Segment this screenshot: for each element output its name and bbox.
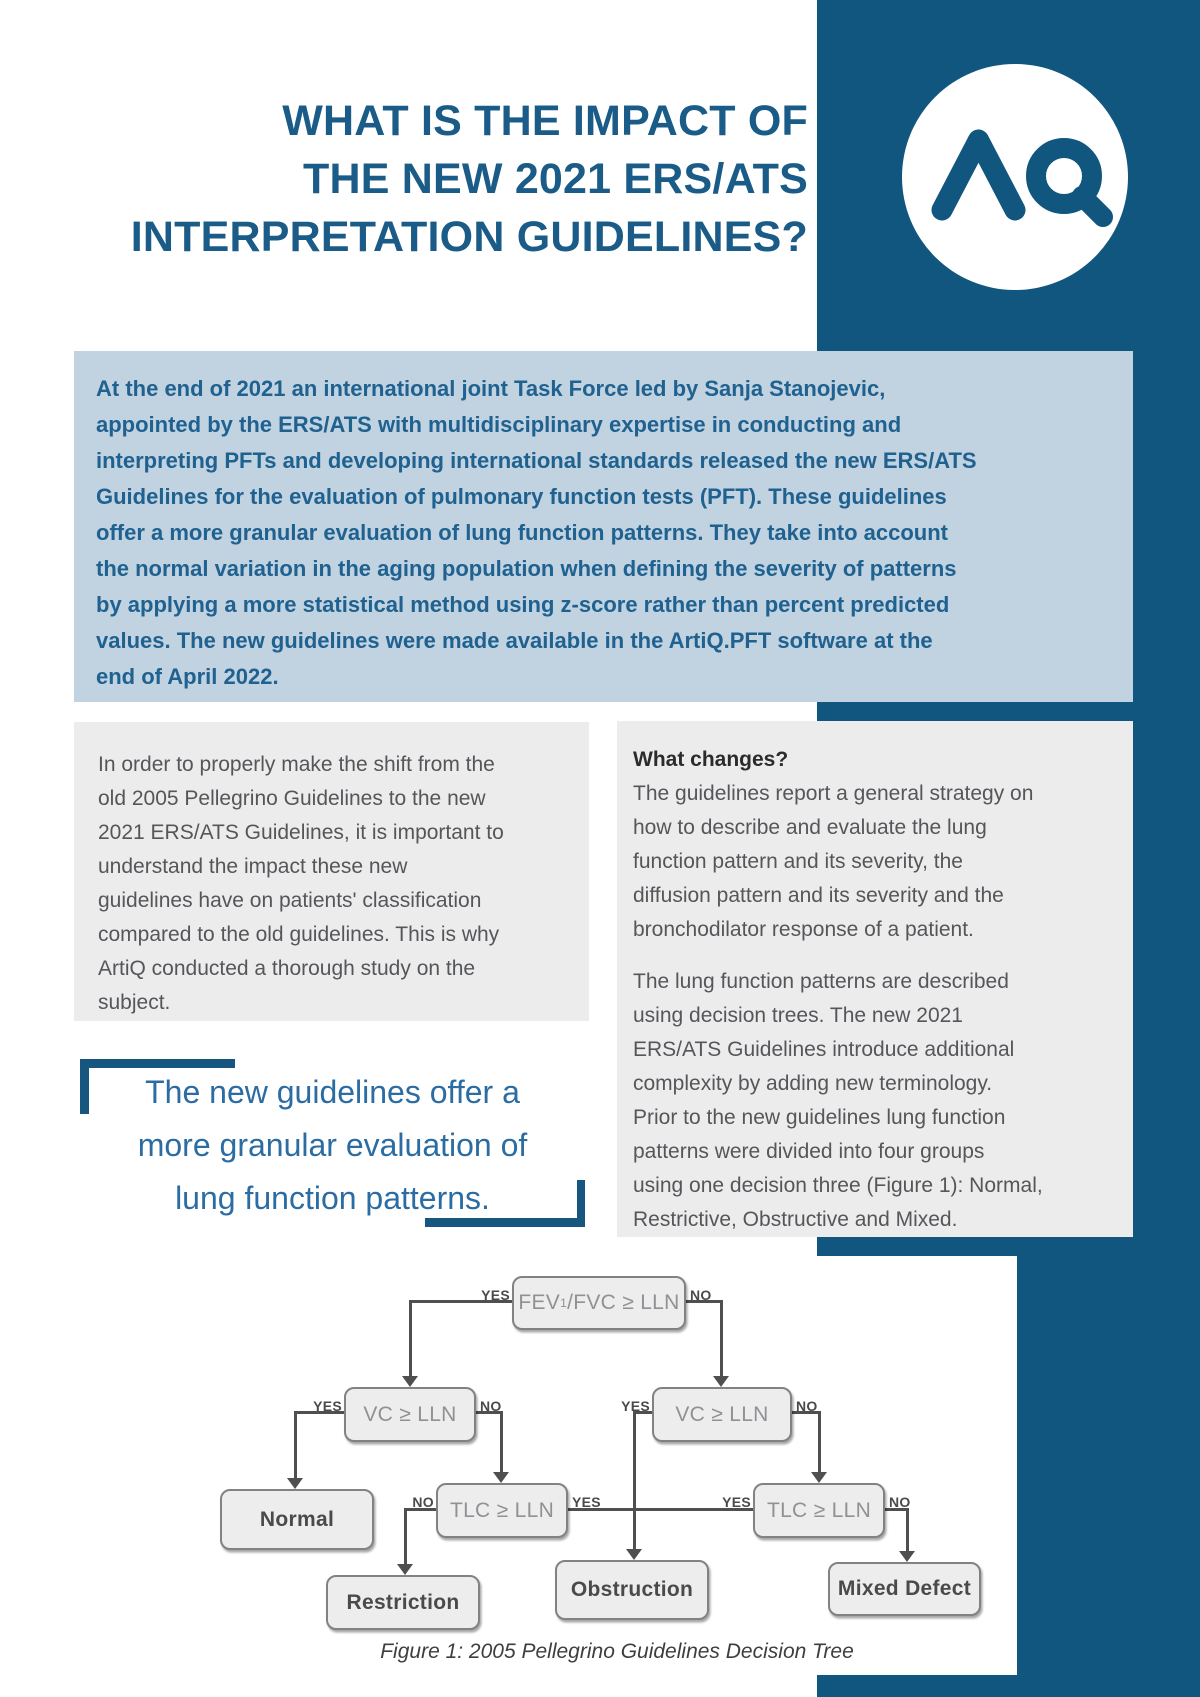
intro-line: values. The new guidelines were made ava… [96, 628, 933, 653]
body-line: Prior to the new guidelines lung functio… [633, 1106, 1006, 1129]
body-line: ArtiQ conducted a thorough study on the [98, 957, 476, 980]
body-line: bronchodilator response of a patient. [633, 918, 974, 941]
branch-label-vc-left-yes: YES [313, 1398, 342, 1414]
node-label: /FVC ≥ LLN [567, 1291, 680, 1314]
body-line: Restrictive, Obstructive and Mixed. [633, 1208, 958, 1231]
body-line: 2021 ERS/ATS Guidelines, it is important… [98, 821, 504, 844]
body-line: using decision trees. The new 2021 [633, 1004, 963, 1027]
tree-line [409, 1300, 412, 1376]
body-line: diffusion pattern and its severity and t… [633, 884, 1004, 907]
tree-line [818, 1411, 821, 1472]
left-text-column: In order to properly make the shift from… [74, 722, 589, 1021]
paragraph-gap [633, 947, 1113, 965]
intro-line: appointed by the ERS/ATS with multidisci… [96, 412, 902, 437]
branch-label-vc-left-no: NO [480, 1398, 502, 1414]
tree-line [792, 1411, 821, 1414]
title-line: THE NEW 2021 ERS/ATS [303, 155, 808, 203]
arrow-down-icon [402, 1376, 418, 1387]
body-line: using one decision three (Figure 1): Nor… [633, 1174, 1043, 1197]
body-line: The guidelines report a general strategy… [633, 782, 1034, 805]
branch-label-fev-yes: YES [481, 1287, 510, 1303]
arrow-down-icon [899, 1551, 915, 1562]
tree-line [476, 1411, 503, 1414]
tree-line [633, 1411, 636, 1549]
tree-line [906, 1508, 909, 1551]
node-obstruction: Obstruction [555, 1560, 709, 1620]
node-label-subscript: 1 [560, 1296, 568, 1310]
intro-line: At the end of 2021 an international join… [96, 376, 886, 401]
body-line: In order to properly make the shift from… [98, 753, 495, 776]
quote-bracket-top [80, 1059, 235, 1068]
right-text-column: What changes? The guidelines report a ge… [617, 721, 1133, 1237]
body-line: compared to the old guidelines. This is … [98, 923, 500, 946]
quote-bracket-top [80, 1059, 89, 1114]
tree-line [404, 1508, 407, 1564]
arrow-down-icon [811, 1472, 827, 1483]
branch-label-fev-no: NO [690, 1287, 712, 1303]
arrow-down-icon [626, 1549, 642, 1560]
tree-line [404, 1508, 436, 1511]
node-mixed-defect: Mixed Defect [828, 1562, 981, 1616]
quote-line: more granular evaluation of [137, 1127, 528, 1163]
figure-caption: Figure 1: 2005 Pellegrino Guidelines Dec… [380, 1640, 854, 1663]
node-vc-right: VC ≥ LLN [652, 1387, 792, 1442]
body-line: complexity by adding new terminology. [633, 1072, 993, 1095]
tree-line [633, 1411, 652, 1414]
aq-monogram-icon [931, 129, 1113, 227]
tree-line [568, 1508, 753, 1511]
body-line: subject. [98, 991, 171, 1014]
title-line: INTERPRETATION GUIDELINES? [130, 213, 808, 261]
quote-bracket-bottom [577, 1180, 585, 1227]
branch-label-tlc-left-no: NO [412, 1494, 434, 1510]
node-label: FEV [518, 1291, 561, 1314]
body-line: guidelines have on patients' classificat… [98, 889, 482, 912]
body-line: understand the impact these new [98, 855, 408, 878]
branch-label-tlc-left-yes: YES [572, 1494, 601, 1510]
body-line: The lung function patterns are described [633, 970, 1009, 993]
pull-quote: The new guidelines offer a more granular… [85, 1066, 580, 1225]
arrow-down-icon [493, 1472, 509, 1483]
arrow-down-icon [287, 1478, 303, 1489]
branch-label-tlc-right-yes: YES [722, 1494, 751, 1510]
page-title: WHAT IS THE IMPACT OF THE NEW 2021 ERS/A… [60, 92, 808, 266]
intro-line: interpreting PFTs and developing interna… [96, 448, 977, 473]
quote-bracket-bottom [425, 1218, 585, 1227]
body-line: patterns were divided into four groups [633, 1140, 985, 1163]
intro-line: offer a more granular evaluation of lung… [96, 520, 948, 545]
intro-line: Guidelines for the evaluation of pulmona… [96, 484, 947, 509]
body-line: function pattern and its severity, the [633, 850, 963, 873]
branch-label-vc-right-no: NO [796, 1398, 818, 1414]
artiq-logo [902, 64, 1128, 290]
intro-line: by applying a more statistical method us… [96, 592, 950, 617]
intro-line: end of April 2022. [96, 664, 279, 689]
node-tlc-right: TLC ≥ LLN [753, 1483, 885, 1538]
tree-line [885, 1508, 909, 1511]
tree-line [409, 1300, 512, 1303]
branch-label-vc-right-yes: YES [621, 1398, 650, 1414]
node-restriction: Restriction [326, 1575, 480, 1630]
body-line: how to describe and evaluate the lung [633, 816, 987, 839]
body-line: old 2005 Pellegrino Guidelines to the ne… [98, 787, 486, 810]
intro-line: the normal variation in the aging popula… [96, 556, 957, 581]
quote-line: The new guidelines offer a [145, 1074, 520, 1110]
tree-line [294, 1411, 297, 1478]
node-normal: Normal [220, 1489, 374, 1550]
node-tlc-left: TLC ≥ LLN [436, 1483, 568, 1538]
what-changes-heading: What changes? [633, 748, 789, 771]
branch-label-tlc-right-no: NO [889, 1494, 911, 1510]
tree-line [500, 1411, 503, 1472]
title-line: WHAT IS THE IMPACT OF [282, 97, 808, 145]
arrow-down-icon [397, 1564, 413, 1575]
tree-line [686, 1300, 723, 1303]
intro-highlight-box: At the end of 2021 an international join… [74, 351, 1133, 702]
quote-line: lung function patterns. [175, 1180, 490, 1216]
tree-line [720, 1300, 723, 1376]
tree-line [294, 1411, 344, 1414]
body-line: ERS/ATS Guidelines introduce additional [633, 1038, 1015, 1061]
arrow-down-icon [713, 1376, 729, 1387]
node-vc-left: VC ≥ LLN [344, 1387, 476, 1442]
